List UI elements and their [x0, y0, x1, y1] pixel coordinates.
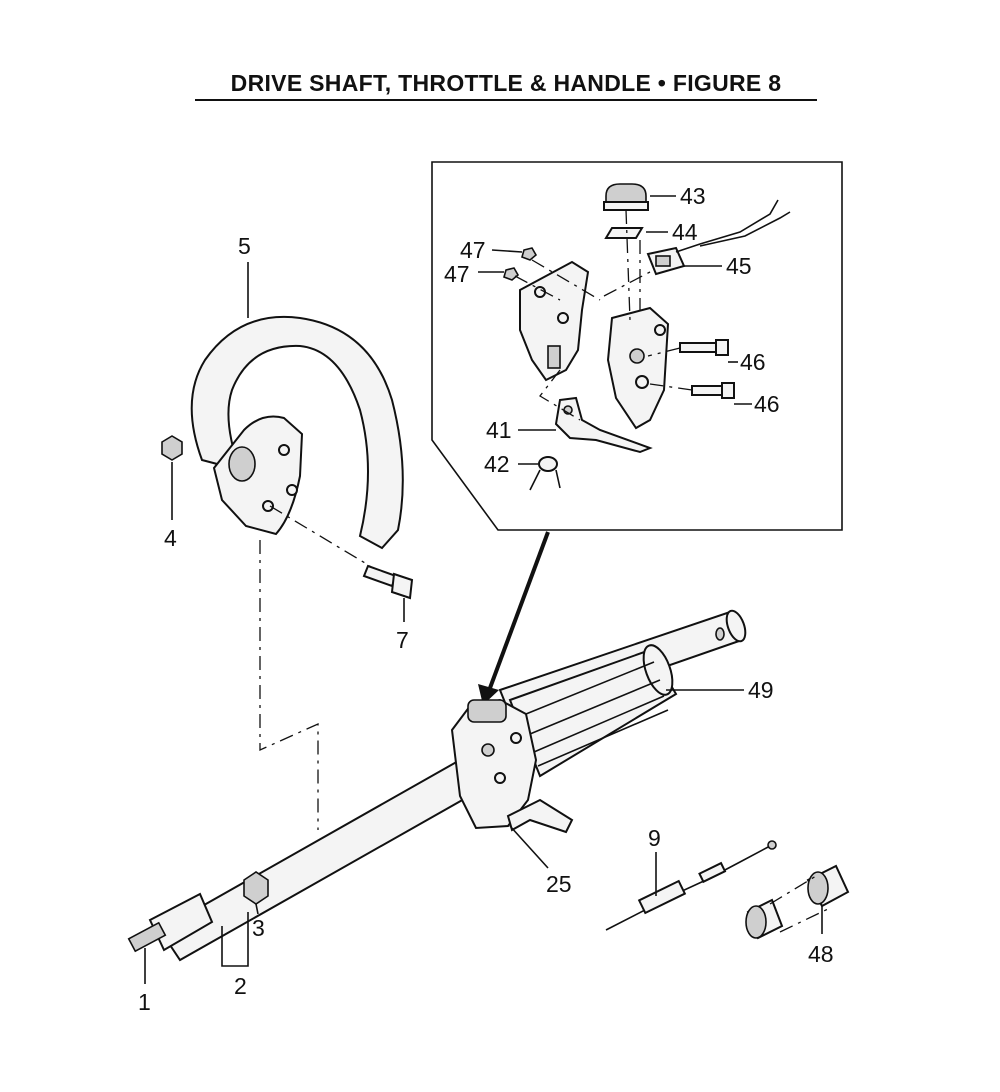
- part-4-nut: [161, 435, 183, 461]
- part-5-loop-handle: [190, 316, 404, 550]
- callout-48: 48: [808, 941, 834, 967]
- figure-title: DRIVE SHAFT, THROTTLE & HANDLE • FIGURE …: [195, 70, 817, 101]
- callout-4: 4: [164, 525, 177, 551]
- part-9-cable: [605, 840, 777, 931]
- throttle-housing-left: [519, 260, 590, 382]
- part-47-nut-a: [521, 247, 538, 261]
- callout-44: 44: [672, 219, 698, 245]
- callout-45: 45: [726, 253, 752, 279]
- part-44-plate: [604, 227, 644, 239]
- drive-shaft-tube: [127, 757, 484, 962]
- part-45-switch: [646, 199, 791, 276]
- callout-47-a: 47: [460, 237, 486, 263]
- leader-lines: [144, 195, 823, 984]
- callout-46-a: 46: [740, 349, 766, 375]
- callout-5: 5: [238, 233, 251, 259]
- callout-46-b: 46: [754, 391, 780, 417]
- part-46-screw-a: [679, 339, 729, 356]
- part-3-nut: [243, 871, 269, 905]
- part-41-trigger: [554, 396, 653, 454]
- part-43-button: [603, 183, 649, 211]
- part-7-bolt: [362, 564, 414, 600]
- inset-box: [431, 161, 843, 531]
- throttle-housing-right: [606, 306, 670, 430]
- callout-2: 2: [234, 973, 247, 999]
- part-25-throttle-housing: [450, 698, 574, 834]
- callout-25: 25: [546, 871, 572, 897]
- callout-42: 42: [484, 451, 510, 477]
- handle-assembly-lines: [259, 505, 371, 830]
- callout-7: 7: [396, 627, 409, 653]
- callout-41: 41: [486, 417, 512, 443]
- part-47-nut-b: [503, 267, 520, 281]
- part-42-spring: [529, 456, 561, 491]
- part-46-screw-b: [691, 382, 735, 399]
- callout-47-b: 47: [444, 261, 470, 287]
- callout-9: 9: [648, 825, 661, 851]
- part-48-dampers: [745, 864, 850, 940]
- callout-49: 49: [748, 677, 774, 703]
- callout-3: 3: [252, 915, 265, 941]
- inset-assembly-lines: [514, 209, 693, 421]
- part-49-grip: [508, 644, 678, 778]
- callout-1: 1: [138, 989, 151, 1015]
- callout-43: 43: [680, 183, 706, 209]
